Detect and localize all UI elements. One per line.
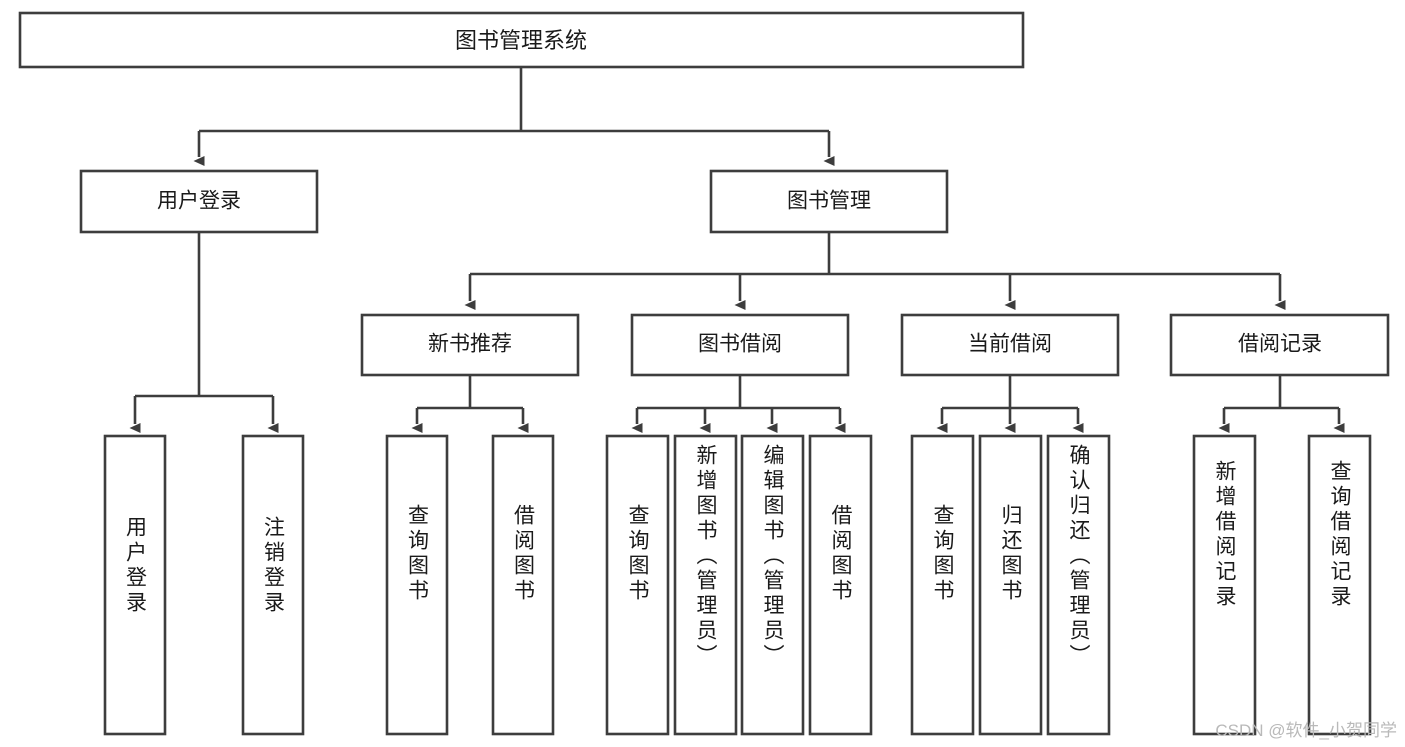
node-new-book-recommend-label: 新书推荐 xyxy=(428,333,512,356)
leaf-box-query-book-2[interactable] xyxy=(605,434,670,736)
node-root-label: 图书管理系统 xyxy=(455,28,587,53)
leaf-box-user-login[interactable] xyxy=(103,434,167,736)
node-root[interactable]: 图书管理系统 xyxy=(18,11,1025,69)
watermark: CSDN @软件_小贺同学 xyxy=(1215,721,1397,740)
leaf-box-borrow-book-1[interactable] xyxy=(491,434,555,736)
node-book-borrow[interactable]: 图书借阅 xyxy=(630,313,850,377)
edge-newbook-to-leaves xyxy=(411,375,529,433)
leaf-box-confirm-return[interactable] xyxy=(1046,434,1111,736)
node-current-borrow[interactable]: 当前借阅 xyxy=(900,313,1120,377)
leaf-box-query-record[interactable] xyxy=(1307,434,1372,736)
leaf-box-borrow-book-2[interactable] xyxy=(808,434,873,736)
node-book-management[interactable]: 图书管理 xyxy=(709,169,949,234)
edge-userlogin-to-leaves xyxy=(129,232,279,433)
edge-root-to-level2 xyxy=(193,67,835,166)
node-borrow-record-label: 借阅记录 xyxy=(1238,333,1322,356)
edge-currentborrow-to-leaves xyxy=(936,375,1084,433)
edge-borrowrecord-to-leaves xyxy=(1218,375,1345,433)
node-user-login[interactable]: 用户登录 xyxy=(79,169,319,234)
node-user-login-label: 用户登录 xyxy=(157,190,241,213)
leaf-box-query-book-1[interactable] xyxy=(385,434,449,736)
leaf-box-return-book[interactable] xyxy=(978,434,1043,736)
edge-bookborrow-to-leaves xyxy=(631,375,846,433)
node-new-book-recommend[interactable]: 新书推荐 xyxy=(360,313,580,377)
node-book-borrow-label: 图书借阅 xyxy=(698,333,782,356)
node-borrow-record[interactable]: 借阅记录 xyxy=(1169,313,1390,377)
leaf-box-logout[interactable] xyxy=(241,434,305,736)
leaf-box-add-book[interactable] xyxy=(673,434,738,736)
leaf-box-query-book-3[interactable] xyxy=(910,434,975,736)
edge-bookmgmt-to-level3 xyxy=(464,232,1286,310)
leaf-box-add-record[interactable] xyxy=(1192,434,1257,736)
node-current-borrow-label: 当前借阅 xyxy=(968,333,1052,356)
leaf-box-edit-book[interactable] xyxy=(740,434,805,736)
node-book-management-label: 图书管理 xyxy=(787,190,871,213)
